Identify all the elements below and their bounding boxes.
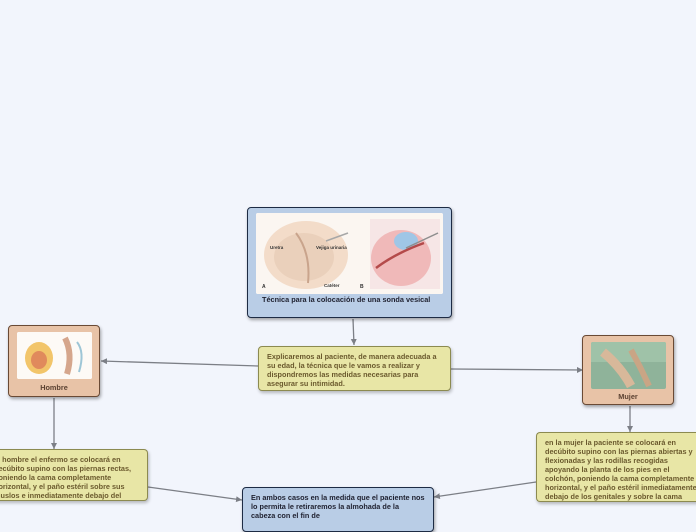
hombre-detail-text: el hombre el enfermo se colocará en decú… [0, 455, 132, 500]
uretra-label: Uretra [270, 245, 284, 250]
hombre-node[interactable]: Hombre [8, 325, 100, 397]
connector-main-intro [350, 318, 357, 346]
main-topic-title: Técnica para la colocación de una sonda … [262, 295, 431, 304]
ambos-node[interactable]: En ambos casos en la medida que el pacie… [242, 487, 434, 532]
male-anatomy-drawing [17, 332, 92, 379]
connector-mujer-detail-ambos [433, 481, 537, 500]
hombre-image [17, 332, 92, 379]
catheter-label: Catéter [324, 283, 340, 288]
panel-b-letter: B [360, 284, 364, 290]
mujer-detail-text: en la mujer la paciente se colocará en d… [545, 438, 696, 501]
mujer-node[interactable]: Mujer [582, 335, 674, 405]
hombre-label: Hombre [40, 383, 68, 392]
connector-hombre-detail-ambos [147, 486, 243, 503]
female-procedure-photo [591, 342, 666, 389]
anatomy-drawing: A B Uretra Vejiga urinaria Catéter [256, 213, 443, 294]
main-topic-node[interactable]: A B Uretra Vejiga urinaria Catéter Técni… [247, 207, 452, 318]
connector-intro-mujer [450, 366, 584, 373]
connector-intro-hombre [100, 358, 259, 367]
catheter-illustration: A B Uretra Vejiga urinaria Catéter [256, 213, 443, 294]
intro-node[interactable]: Explicaremos al paciente, de manera adec… [258, 346, 451, 391]
mujer-image [591, 342, 666, 389]
connector-layer [51, 318, 633, 503]
ambos-text: En ambos casos en la medida que el pacie… [251, 493, 425, 520]
bladder-label: Vejiga urinaria [316, 245, 347, 250]
mujer-label: Mujer [618, 392, 638, 401]
hombre-detail-node[interactable]: el hombre el enfermo se colocará en decú… [0, 449, 148, 501]
intro-text: Explicaremos al paciente, de manera adec… [267, 352, 437, 388]
panel-a-letter: A [262, 284, 266, 290]
mujer-detail-node[interactable]: en la mujer la paciente se colocará en d… [536, 432, 696, 502]
